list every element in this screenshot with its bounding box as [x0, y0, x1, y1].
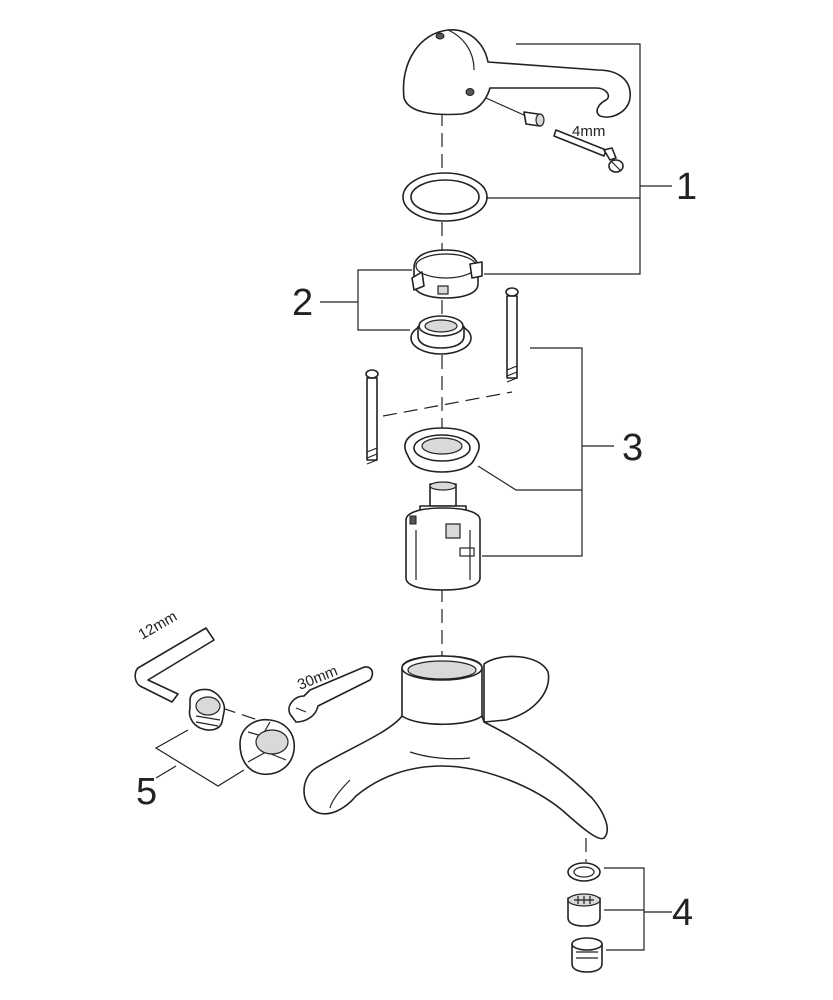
grub-screw	[485, 97, 545, 127]
mounting-bolt-right	[505, 287, 519, 383]
aerator-housing	[571, 937, 603, 973]
callout-5: 5	[136, 771, 157, 813]
escutcheon-ring	[402, 172, 488, 222]
hex-key-12mm-label: 12mm	[136, 608, 181, 644]
cover-cap	[608, 159, 624, 173]
assembly-axis	[221, 112, 587, 862]
union-nut	[239, 719, 295, 775]
callout-1: 1	[676, 166, 697, 208]
callout-4: 4	[672, 892, 693, 934]
cartridge	[405, 481, 481, 591]
hex-key-4mm-label: 4mm	[572, 123, 605, 140]
callout-3: 3	[622, 427, 643, 469]
cartridge-flange	[404, 427, 480, 473]
wrench-30mm: 30mm	[288, 662, 374, 723]
thread-adapter	[188, 688, 226, 731]
aerator-insert	[567, 893, 601, 927]
hex-key-4mm: 4mm	[553, 123, 617, 161]
retaining-clip	[411, 249, 483, 299]
mounting-bolt-left	[365, 369, 379, 465]
hex-key-12mm: 12mm	[134, 608, 215, 703]
bushing	[410, 315, 472, 355]
mixer-body	[303, 655, 608, 840]
callout-2: 2	[292, 282, 313, 324]
aerator-washer	[567, 862, 601, 882]
handle-lever	[402, 29, 631, 118]
leader-lines	[154, 43, 672, 951]
